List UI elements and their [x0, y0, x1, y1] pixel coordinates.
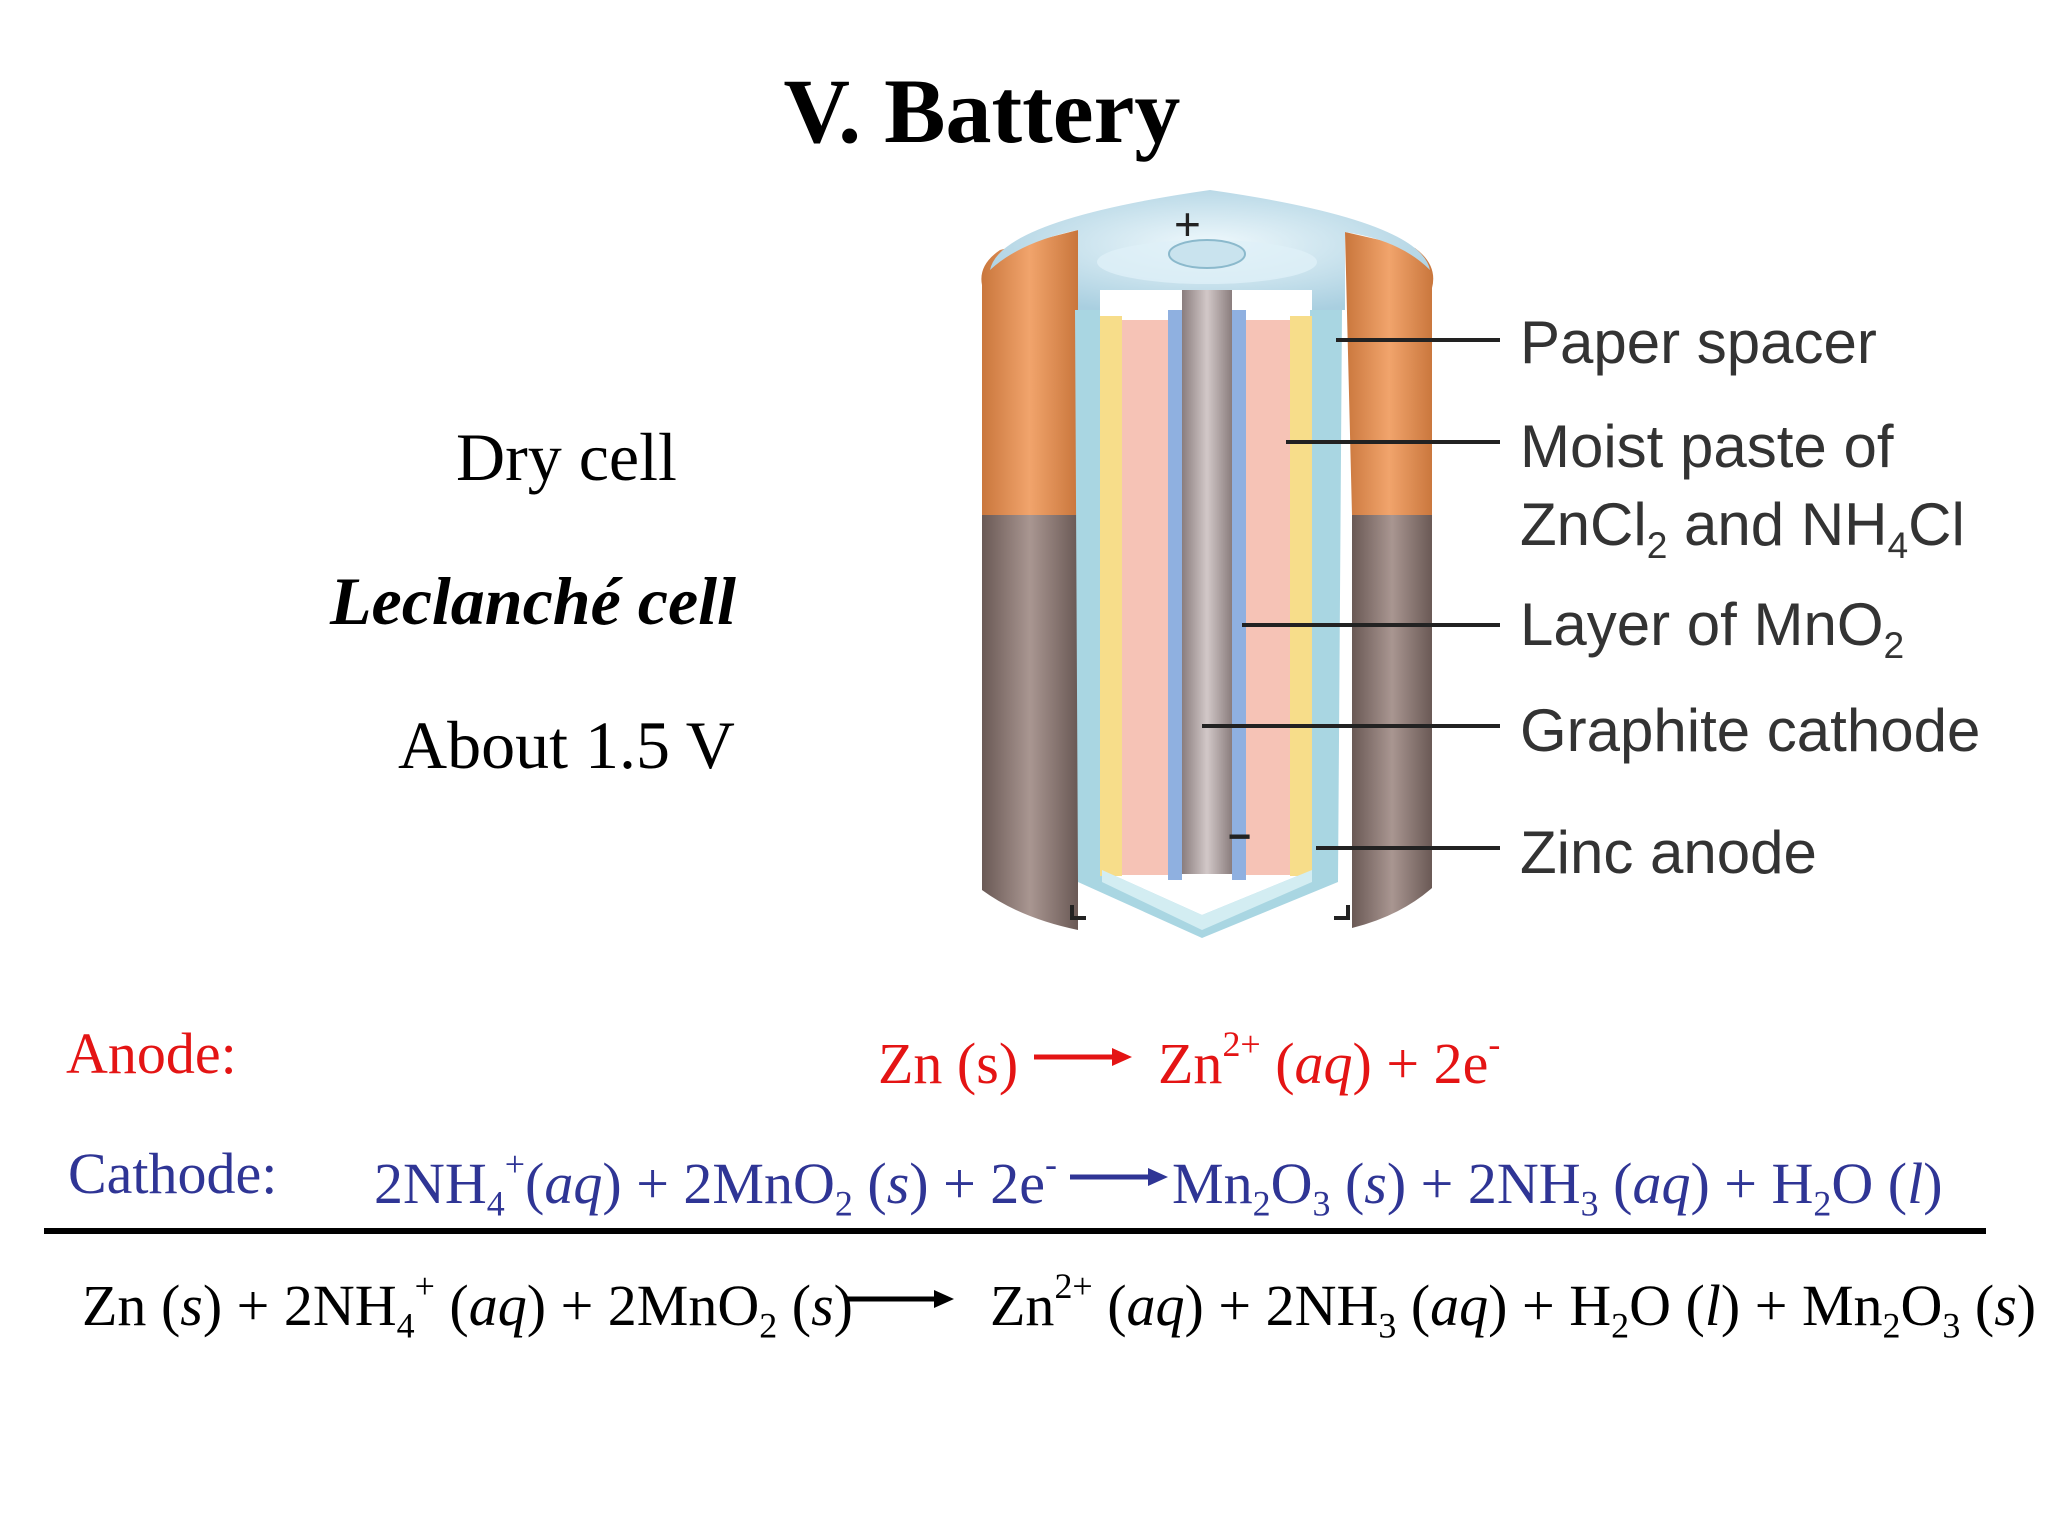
anode-product: Zn2+ (aq) + 2e-: [1158, 1024, 1501, 1096]
mno2-layer-left: [1168, 310, 1182, 880]
voltage-text: About 1.5 V: [398, 707, 735, 783]
equation-divider: [44, 1228, 1986, 1234]
casing-right-bottom: [1352, 515, 1432, 928]
cathode-label: Cathode:: [68, 1141, 278, 1206]
paste-right: [1246, 320, 1290, 875]
overall-reactants: Zn (s) + 2NH4+ (aq) + 2MnO2 (s): [82, 1266, 853, 1346]
minus-sign: −: [1228, 815, 1251, 859]
casing-left-top: [981, 230, 1078, 515]
label-graphite-cathode: Graphite cathode: [1520, 697, 1981, 764]
overall-arrow: [846, 1290, 954, 1308]
cathode-arrow: [1070, 1168, 1168, 1186]
paper-spacer-right: [1290, 316, 1312, 876]
plus-sign: +: [1174, 198, 1201, 250]
label-moist-paste-line1: Moist paste of: [1520, 413, 1894, 480]
label-paper-spacer: Paper spacer: [1520, 309, 1877, 376]
bottom-clip-left: [1070, 905, 1086, 920]
graphite-rod: [1182, 268, 1232, 874]
anode-arrow: [1034, 1048, 1132, 1066]
casing-left-bottom: [982, 515, 1078, 930]
paste-left: [1122, 320, 1168, 875]
paper-spacer-left: [1100, 316, 1122, 876]
mno2-layer-right: [1232, 310, 1246, 880]
dry-cell-text: Dry cell: [456, 419, 677, 495]
overall-products: Zn2+ (aq) + 2NH3 (aq) + H2O (l) + Mn2O3 …: [990, 1266, 2037, 1346]
label-mno2-layer: Layer of MnO2: [1520, 591, 1905, 667]
dry-cell-diagram: + −: [981, 190, 1500, 938]
label-moist-paste-line2: ZnCl2 and NH4Cl: [1520, 491, 1965, 567]
anode-reactant: Zn (s): [878, 1031, 1019, 1096]
leclanche-cell-text: Leclanché cell: [330, 563, 736, 639]
casing-right-top: [1345, 232, 1434, 515]
slide-title: V. Battery: [783, 60, 1181, 162]
label-zinc-anode: Zinc anode: [1520, 819, 1817, 886]
zinc-floor: [1102, 870, 1312, 930]
anode-label: Anode:: [66, 1021, 237, 1086]
cathode-reactants: 2NH4+(aq) + 2MnO2 (s) + 2e-: [374, 1144, 1058, 1224]
top-terminal: [1168, 239, 1246, 269]
cathode-products: Mn2O3 (s) + 2NH3 (aq) + H2O (l): [1172, 1151, 1943, 1224]
bottom-clip-right: [1334, 905, 1350, 920]
